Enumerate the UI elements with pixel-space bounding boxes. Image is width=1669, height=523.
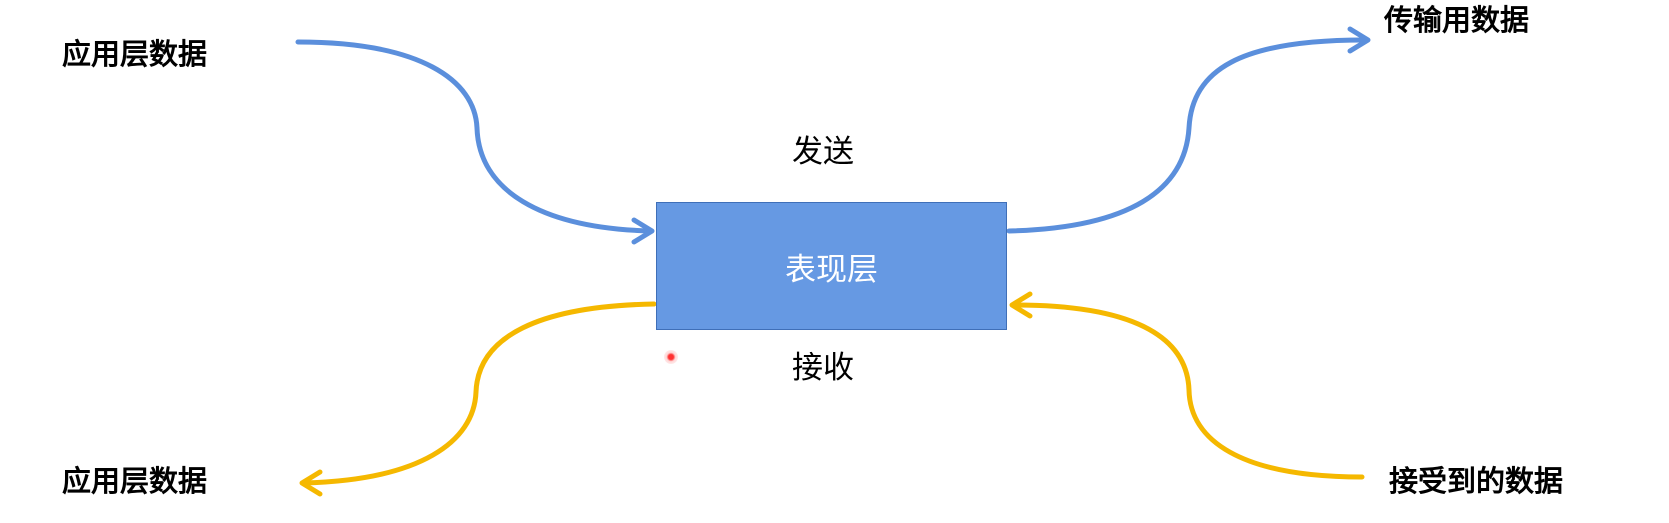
send-label: 发送 <box>792 134 854 170</box>
receive-label: 接收 <box>792 350 854 386</box>
receive-output-arrowhead <box>299 469 323 497</box>
send-input-arrow <box>295 39 653 234</box>
send-output-arrowhead <box>1347 26 1371 54</box>
receive-output-arrow <box>301 301 657 486</box>
receive-input-arrow <box>1012 302 1365 480</box>
bottom-left-app-data-label: 应用层数据 <box>62 464 208 498</box>
center-box-fill <box>656 202 1007 330</box>
presentation-layer-label: 表现层 <box>785 251 878 288</box>
presentation-layer-box: 表现层 <box>656 202 1007 330</box>
top-right-transport-data-label: 传输用数据 <box>1384 3 1530 37</box>
receive-input-arrowhead <box>1009 291 1033 319</box>
send-output-arrow <box>1006 37 1367 234</box>
send-input-arrowhead <box>631 217 655 245</box>
bottom-right-received-data-label: 接受到的数据 <box>1389 464 1564 498</box>
pointer-cursor-icon <box>664 350 678 364</box>
top-left-app-data-label: 应用层数据 <box>62 37 208 71</box>
